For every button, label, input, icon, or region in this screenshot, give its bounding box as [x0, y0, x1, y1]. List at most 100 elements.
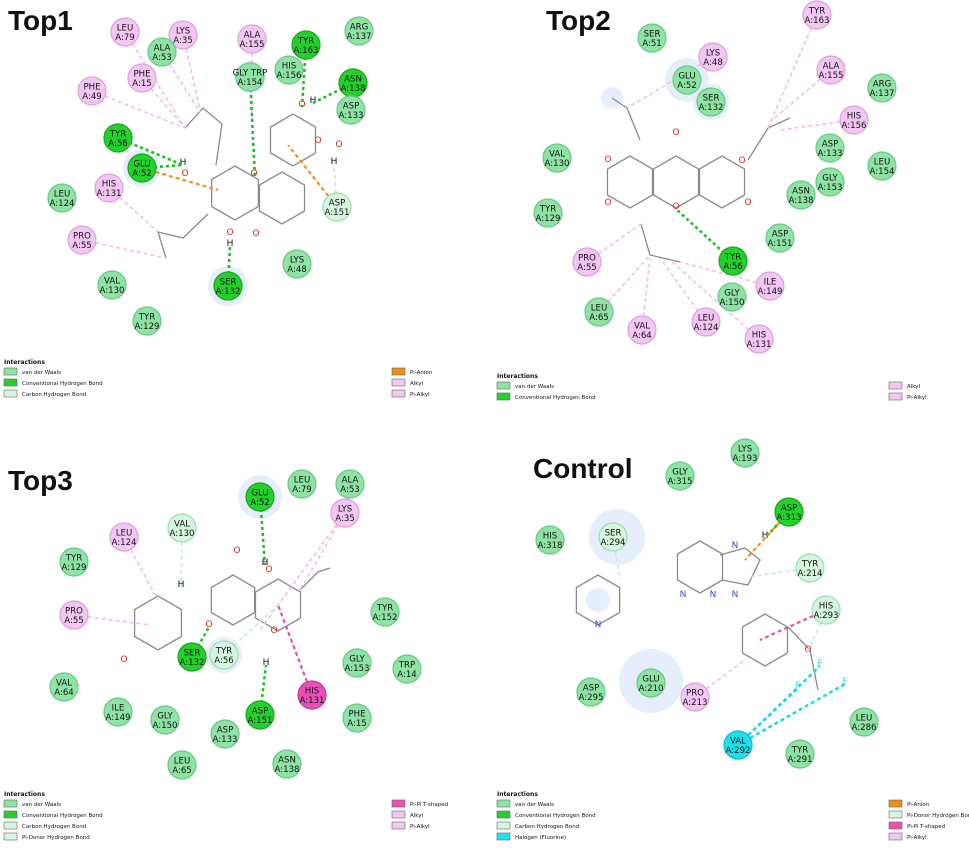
residue-circle	[774, 497, 804, 527]
nitrogen-atom: N	[710, 590, 717, 600]
pi-anion-line	[287, 144, 338, 208]
oxygen-atom: O	[314, 136, 321, 146]
residue-number: A:152	[372, 613, 397, 623]
oxygen-atom: O	[265, 565, 272, 575]
legend-swatch	[3, 810, 18, 819]
legend-swatch	[888, 832, 903, 841]
legend-label: Carbon Hydrogen Bond	[515, 824, 579, 830]
oxygen-atom: O	[181, 169, 188, 179]
legend-swatch	[496, 832, 511, 841]
alkyl-line	[779, 119, 855, 131]
oxygen-atom: O	[120, 655, 127, 665]
residue-circle	[132, 306, 162, 336]
legend-title: Interactions	[497, 373, 538, 380]
residue-name: LEU	[174, 757, 191, 767]
residue-number: A:14	[397, 670, 417, 680]
legend-label: Carbon Hydrogen Bond	[22, 824, 86, 830]
legend-swatch	[496, 799, 511, 808]
panel-title: Top3	[8, 465, 73, 496]
ring-imidazole	[719, 547, 761, 586]
residue-name: ILE	[764, 278, 777, 288]
ring-b	[652, 155, 700, 209]
hydrogen-atom: H	[310, 96, 317, 106]
legend-swatch	[3, 832, 18, 841]
residue-circle	[636, 668, 666, 698]
residue-circle	[815, 133, 845, 163]
residue-name: GLY TRP	[233, 69, 268, 79]
residue-number: A:154	[237, 78, 262, 88]
residue-number: A:318	[537, 541, 562, 551]
residue-number: A:131	[299, 696, 324, 706]
residue-circle	[335, 469, 365, 499]
residue-name: ALA	[244, 31, 261, 41]
legend-swatch	[3, 367, 18, 376]
residue-circle	[637, 23, 667, 53]
residue-name: ASP	[583, 684, 600, 694]
prenyl-chain	[184, 107, 223, 166]
residue-name: GLY	[349, 655, 365, 665]
residue-circle	[786, 180, 816, 210]
residue-name: TYR	[724, 253, 741, 263]
residue-name: TYR	[801, 560, 818, 570]
residue-name: TYR	[376, 604, 393, 614]
legend-label: Pi-Alkyl	[410, 392, 430, 398]
residue-name: LYS	[176, 27, 190, 37]
fluorine-atom: F	[817, 659, 822, 669]
residue-number: A:65	[172, 766, 192, 776]
residue-name: PRO	[65, 607, 83, 617]
interaction-lines-top3	[73, 496, 346, 716]
residue-name: VAL	[549, 150, 565, 160]
residue-name: VAL	[104, 277, 120, 287]
pi-pi-line	[759, 608, 827, 642]
legend-swatch	[391, 810, 406, 819]
residue-name: TYR	[138, 313, 155, 323]
residue-circle	[109, 522, 139, 552]
residue-name: TYR	[65, 554, 82, 564]
oxygen-atom: O	[738, 156, 745, 166]
legend-swatch	[391, 821, 406, 830]
residue-number: A:155	[818, 71, 843, 81]
oxygen-atom: O	[270, 626, 277, 636]
residue-circle	[167, 750, 197, 780]
residue-circle	[542, 143, 572, 173]
residue-circle	[150, 705, 180, 735]
residue-circle	[213, 271, 243, 301]
residue-number: A:129	[61, 563, 86, 573]
residue-number: A:138	[340, 84, 365, 94]
residue-name: HIS	[305, 687, 319, 697]
residue-circle	[867, 73, 897, 103]
legend-title: Interactions	[497, 791, 538, 798]
residue-number: A:210	[638, 684, 663, 694]
residue-name: ASN	[792, 187, 810, 197]
halogen-line	[737, 665, 821, 746]
residue-circle	[67, 225, 97, 255]
nitrogen-atom: N	[732, 541, 739, 551]
residue-name: LYS	[738, 445, 752, 455]
residue-name: ALA	[342, 476, 359, 486]
residue-circle	[576, 677, 606, 707]
residue-number: A:15	[347, 719, 367, 729]
residue-circle	[77, 76, 107, 106]
ring-b	[269, 113, 317, 167]
residue-name: HIS	[282, 62, 296, 72]
